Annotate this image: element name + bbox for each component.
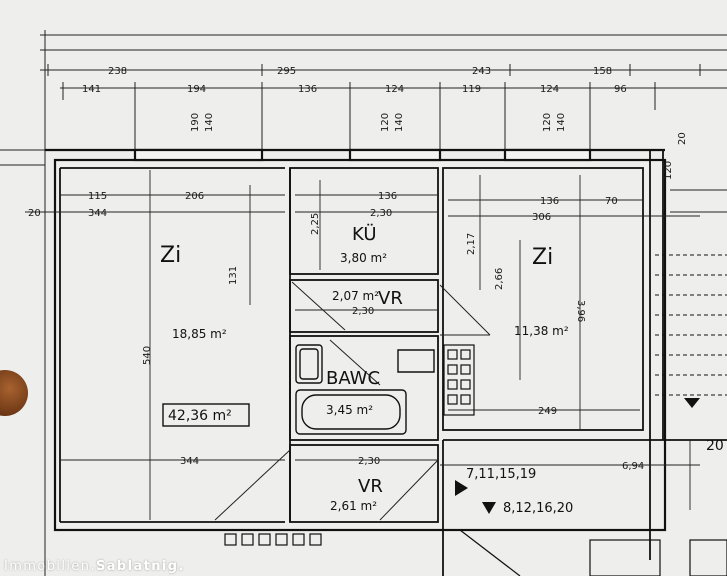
dim-v2: 140: [204, 113, 215, 132]
dim-zi-r-217: 2,17: [466, 233, 477, 255]
dim-top-3: 243: [472, 66, 491, 77]
dim-ku-136: 136: [378, 191, 397, 202]
room-kitchen-label: KÜ: [352, 223, 377, 245]
dim-ku-230: 2,30: [370, 208, 392, 219]
dim-row2-5: 119: [462, 84, 481, 95]
room-bawc-label: BAWC: [326, 368, 380, 389]
room-zi-left-area: 18,85 m²: [172, 327, 227, 341]
room-vr-upper-label: VR: [378, 288, 403, 309]
dim-zi-r-396: 3,96: [575, 300, 586, 322]
dim-zi-r-136: 136: [540, 196, 559, 207]
dim-row2-2: 194: [187, 84, 206, 95]
room-zi-left-label: Zi: [160, 243, 181, 268]
dim-vr-lower-230: 2,30: [358, 456, 380, 467]
dim-vr-230: 2,30: [352, 306, 374, 317]
dim-top-4: 158: [593, 66, 612, 77]
watermark-brand: Sablatnig.: [95, 559, 185, 574]
dim-top-2: 295: [277, 66, 296, 77]
room-bawc-area: 3,45 m²: [326, 403, 373, 417]
dim-row2-1: 141: [82, 84, 101, 95]
dim-row2-3: 136: [298, 84, 317, 95]
room-vr-lower-area: 2,61 m²: [330, 499, 377, 513]
dim-top-1: 238: [108, 66, 127, 77]
dim-zi-r-306: 306: [532, 212, 551, 223]
dim-bottom-694: 6,94: [622, 461, 644, 472]
watermark-prefix: Immobilien.: [4, 559, 96, 574]
room-vr-upper-area: 2,07 m²: [332, 289, 379, 303]
dim-zi-r-266: 2,66: [494, 268, 505, 290]
dim-left-20: 20: [28, 208, 41, 219]
dim-row2-7: 96: [614, 84, 627, 95]
dim-zi-r-70: 70: [605, 196, 618, 207]
dim-v3: 120: [380, 113, 391, 132]
room-zi-right-label: Zi: [532, 245, 553, 270]
dim-bottom-344: 344: [180, 456, 199, 467]
dim-ku-225: 2,25: [310, 213, 321, 235]
stair-note-2: 8,12,16,20: [503, 501, 573, 516]
dim-left-206: 206: [185, 191, 204, 202]
dim-v6: 140: [556, 113, 567, 132]
room-zi-right-area: 11,38 m²: [514, 324, 569, 338]
corner-label: 20: [706, 438, 724, 454]
dim-row2-4: 124: [385, 84, 404, 95]
room-vr-lower-label: VR: [358, 476, 383, 497]
total-area: 42,36 m²: [168, 408, 232, 424]
dim-left-115: 115: [88, 191, 107, 202]
dim-v8: 20: [677, 132, 688, 145]
dim-left-131: 131: [228, 266, 239, 285]
dim-v4: 140: [394, 113, 405, 132]
dim-v5: 120: [542, 113, 553, 132]
dim-left-540: 540: [142, 346, 153, 365]
dim-left-344: 344: [88, 208, 107, 219]
dim-row2-6: 124: [540, 84, 559, 95]
dim-v7: 120: [663, 161, 674, 180]
watermark: Immobilien.Sablatnig.: [4, 559, 185, 574]
stair-note-1: 7,11,15,19: [466, 467, 536, 482]
dim-zi-r-249: 249: [538, 406, 557, 417]
dim-v1: 190: [190, 113, 201, 132]
room-kitchen-area: 3,80 m²: [340, 251, 387, 265]
